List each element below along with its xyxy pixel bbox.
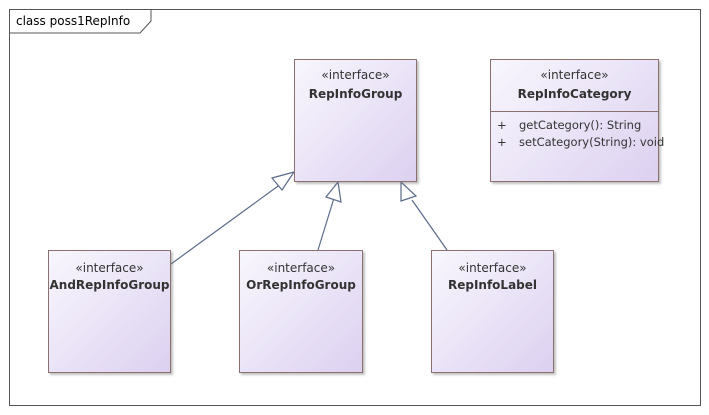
operation-visibility: + bbox=[497, 135, 507, 149]
class-repinfolabel[interactable]: «interface» RepInfoLabel bbox=[431, 250, 554, 373]
stereotype-label: «interface» bbox=[321, 68, 390, 82]
diagram-frame: class poss1RepInfo bbox=[9, 9, 701, 406]
class-andrepinfogroup[interactable]: «interface» AndRepInfoGroup bbox=[48, 250, 171, 373]
stereotype-label: «interface» bbox=[540, 68, 609, 82]
operation-signature: setCategory(String): void bbox=[519, 135, 665, 149]
operation-row[interactable]: + getCategory(): String bbox=[497, 118, 641, 132]
stereotype-label: «interface» bbox=[75, 261, 144, 275]
class-orrepinfogroup[interactable]: «interface» OrRepInfoGroup bbox=[239, 250, 363, 373]
generalization-andrepinfogroup[interactable] bbox=[170, 170, 296, 265]
operation-row[interactable]: + setCategory(String): void bbox=[497, 135, 664, 149]
class-name: RepInfoCategory bbox=[517, 87, 632, 101]
operation-visibility: + bbox=[497, 118, 507, 132]
generalization-orrepinfogroup[interactable] bbox=[317, 180, 342, 251]
operation-signature: getCategory(): String bbox=[519, 118, 642, 132]
frame-label-tab bbox=[10, 10, 152, 34]
class-name: OrRepInfoGroup bbox=[246, 278, 356, 292]
class-name: AndRepInfoGroup bbox=[49, 278, 170, 292]
compartment-divider bbox=[491, 111, 658, 112]
class-repinfogroup[interactable]: «interface» RepInfoGroup bbox=[294, 59, 417, 182]
class-name: RepInfoLabel bbox=[447, 278, 538, 292]
stereotype-label: «interface» bbox=[266, 261, 336, 275]
generalization-repinfolabel[interactable] bbox=[400, 180, 448, 251]
class-name: RepInfoGroup bbox=[308, 87, 403, 101]
frame-title: class poss1RepInfo bbox=[16, 14, 131, 28]
class-repinfocategory[interactable]: «interface» RepInfoCategory + getCategory… bbox=[490, 59, 664, 182]
stereotype-label: «interface» bbox=[458, 261, 527, 275]
